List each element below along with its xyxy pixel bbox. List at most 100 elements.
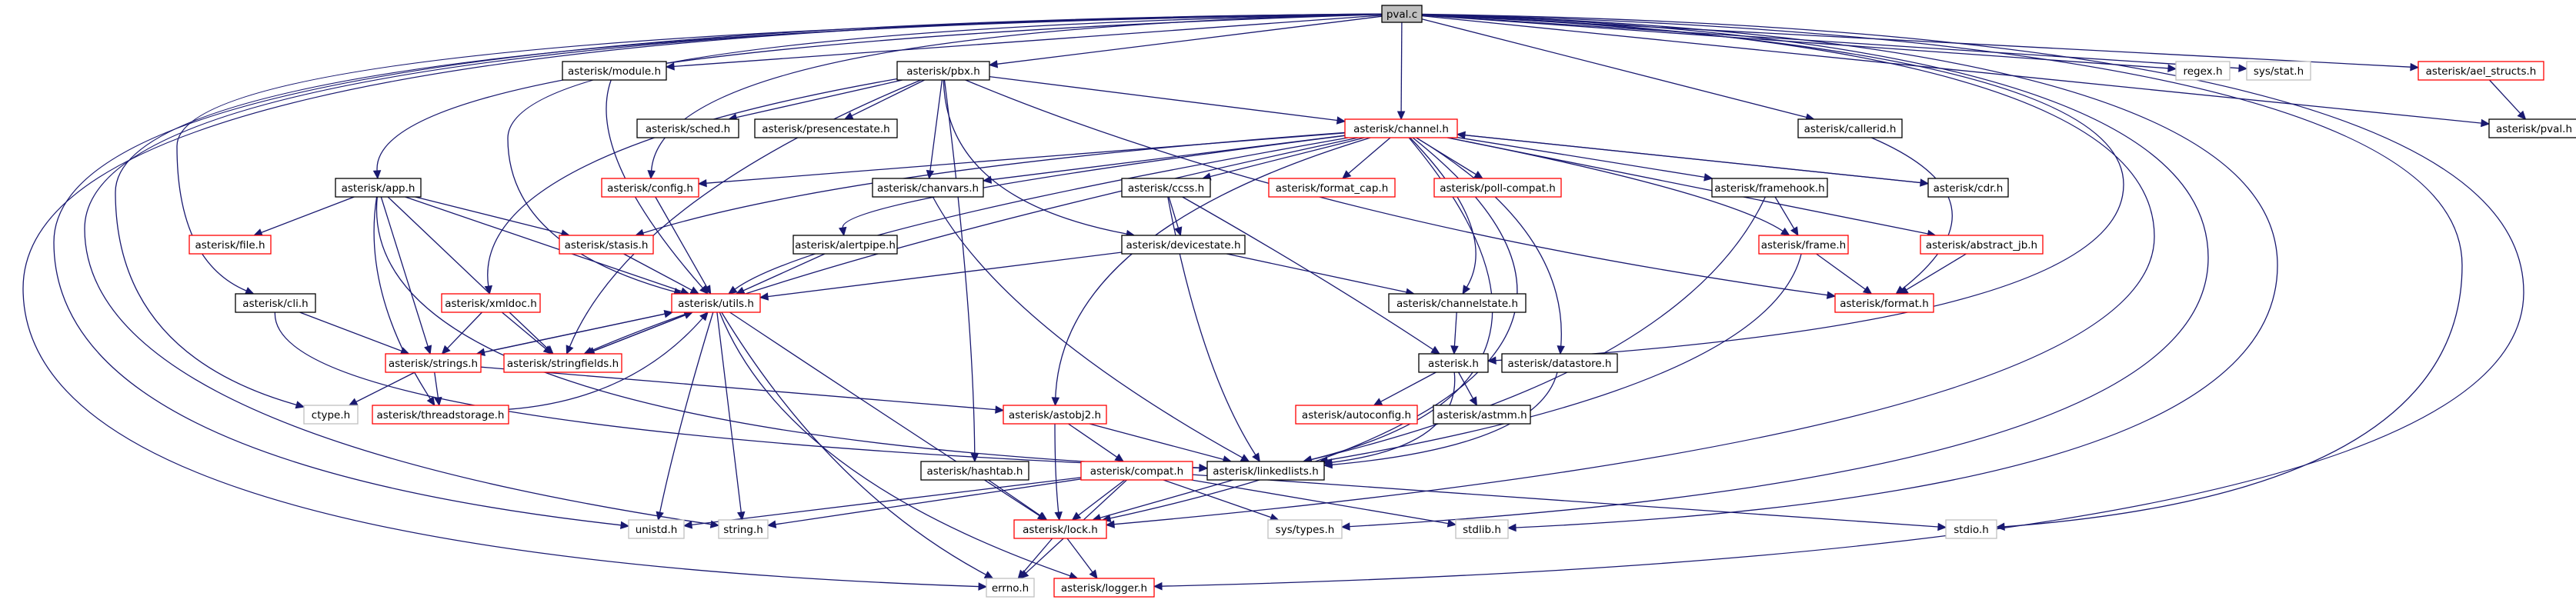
node-box	[872, 178, 984, 198]
node-format-h[interactable]: asterisk/format.h	[1834, 293, 1934, 313]
node-ctype-h[interactable]: ctype.h	[303, 405, 359, 425]
node-frame-h[interactable]: asterisk/frame.h	[1758, 235, 1849, 255]
arrowhead	[1507, 523, 1517, 532]
edge-pbx_h-to-hashtab_h	[943, 79, 979, 463]
node-box	[372, 405, 509, 425]
node-lock-h[interactable]: asterisk/lock.h	[1013, 519, 1107, 539]
node-sys-stat-h[interactable]: sys/stat.h	[2246, 61, 2311, 81]
edge-line	[586, 314, 686, 355]
edge-line	[1380, 371, 1436, 402]
edge-asterisk_h-to-autoconfig_h	[1373, 371, 1436, 406]
node-pval-h[interactable]: asterisk/pval.h	[2488, 118, 2576, 138]
node-pbx-h[interactable]: asterisk/pbx.h	[896, 61, 990, 81]
node-asterisk-h[interactable]: asterisk.h	[1418, 353, 1489, 373]
edge-line	[719, 311, 1071, 577]
edge-line	[655, 196, 708, 288]
node-box	[1920, 235, 2044, 255]
arrowhead	[1051, 397, 1060, 407]
node-channelstate-h[interactable]: asterisk/channelstate.h	[1388, 293, 1527, 313]
node-compat-h[interactable]: asterisk/compat.h	[1080, 461, 1193, 481]
edge-pval_c-to-app_h	[372, 14, 1383, 180]
node-datastore-h[interactable]: asterisk/datastore.h	[1501, 353, 1618, 373]
node-astmm-h[interactable]: asterisk/astmm.h	[1433, 405, 1531, 425]
node-label: asterisk/logger.h	[1061, 582, 1147, 595]
node-threadstorage-h[interactable]: asterisk/threadstorage.h	[372, 405, 509, 425]
node-ael-structs-h[interactable]: asterisk/ael_structs.h	[2418, 61, 2544, 81]
edge-alertpipe_h-to-utils_h	[735, 253, 826, 295]
arrowhead	[2410, 62, 2420, 72]
node-label: asterisk/stasis.h	[565, 239, 649, 252]
edge-lock_h-to-logger_h	[1066, 538, 1098, 579]
node-stasis-h[interactable]: asterisk/stasis.h	[559, 235, 654, 255]
arrowhead	[1462, 285, 1471, 295]
node-format-cap-h[interactable]: asterisk/format_cap.h	[1268, 178, 1396, 198]
node-sched-h[interactable]: asterisk/sched.h	[636, 118, 739, 138]
arrowhead	[735, 286, 746, 295]
node-box	[1945, 519, 1997, 539]
node-pval-c[interactable]: pval.c	[1381, 5, 1423, 23]
node-utils-h[interactable]: asterisk/utils.h	[671, 293, 761, 313]
node-linkedlists-h[interactable]: asterisk/linkedlists.h	[1206, 461, 1325, 481]
node-ccss-h[interactable]: asterisk/ccss.h	[1121, 178, 1211, 198]
edge-line	[376, 14, 1383, 172]
node-cdr-h[interactable]: asterisk/cdr.h	[1927, 178, 2009, 198]
node-cli-h[interactable]: asterisk/cli.h	[235, 293, 316, 313]
edge-line	[1023, 538, 1053, 573]
edge-pbx_h-to-chanvars_h	[926, 79, 943, 180]
arrowhead	[766, 520, 777, 528]
edge-pval_c-to-module_h	[665, 15, 1383, 71]
edge-line	[415, 196, 562, 235]
edge-app_h-to-strings_h	[380, 196, 432, 355]
node-sys-types-h[interactable]: sys/types.h	[1267, 519, 1343, 539]
arrowhead	[656, 511, 664, 521]
edge-channel_h-to-framehook_h	[1457, 137, 1713, 182]
node-module-h[interactable]: asterisk/module.h	[562, 61, 667, 81]
edge-xmldoc_h-to-stringfields_h	[501, 311, 553, 355]
node-poll-compat-h[interactable]: asterisk/poll-compat.h	[1433, 178, 1562, 198]
edge-line	[299, 311, 402, 352]
arrowhead	[1174, 226, 1183, 237]
node-label: asterisk/hashtab.h	[926, 465, 1023, 478]
node-stringfields-h[interactable]: asterisk/stringfields.h	[503, 353, 622, 373]
node-hashtab-h[interactable]: asterisk/hashtab.h	[920, 461, 1029, 481]
node-presencestate-h[interactable]: asterisk/presencestate.h	[754, 118, 898, 138]
arrowhead	[1323, 460, 1333, 469]
arrowhead	[995, 405, 1005, 414]
node-channel-h[interactable]: asterisk/channel.h	[1344, 118, 1458, 138]
node-autoconfig-h[interactable]: asterisk/autoconfig.h	[1295, 405, 1418, 425]
node-string-h[interactable]: string.h	[718, 519, 769, 539]
arrowhead	[566, 345, 574, 355]
node-config-h[interactable]: asterisk/config.h	[601, 178, 699, 198]
node-regex-h[interactable]: regex.h	[2175, 61, 2231, 81]
node-stdio-h[interactable]: stdio.h	[1945, 519, 1997, 539]
node-astobj2-h[interactable]: asterisk/astobj2.h	[1003, 405, 1107, 425]
edge-pval_c-to-lock_h	[1105, 14, 2155, 528]
node-file-h[interactable]: asterisk/file.h	[189, 235, 272, 255]
arrowhead	[1937, 522, 1947, 531]
node-logger-h[interactable]: asterisk/logger.h	[1053, 578, 1155, 598]
edge-line	[943, 79, 976, 455]
node-chanvars-h[interactable]: asterisk/chanvars.h	[872, 178, 984, 198]
node-xmldoc-h[interactable]: asterisk/xmldoc.h	[441, 293, 541, 313]
node-strings-h[interactable]: asterisk/strings.h	[385, 353, 482, 373]
edge-line	[375, 196, 1200, 468]
node-box	[1206, 461, 1325, 481]
node-devicestate-h[interactable]: asterisk/devicestate.h	[1121, 235, 1246, 255]
node-callerid-h[interactable]: asterisk/callerid.h	[1797, 118, 1903, 138]
edge-line	[742, 253, 826, 292]
edge-line	[84, 13, 1383, 525]
node-label: asterisk/frame.h	[1761, 239, 1847, 252]
edge-line	[1326, 253, 1802, 461]
edge-line	[380, 196, 429, 347]
edge-app_h-to-linkedlists_h	[375, 196, 1209, 472]
node-stdlib-h[interactable]: stdlib.h	[1455, 519, 1509, 539]
edge-line	[851, 79, 925, 117]
node-alertpipe-h[interactable]: asterisk/alertpipe.h	[792, 235, 898, 255]
node-errno-h[interactable]: errno.h	[986, 578, 1035, 598]
node-framehook-h[interactable]: asterisk/framehook.h	[1711, 178, 1828, 198]
edge-astobj2_h-to-lock_h	[1054, 423, 1063, 521]
node-unistd-h[interactable]: unistd.h	[628, 519, 685, 539]
node-app-h[interactable]: asterisk/app.h	[335, 178, 422, 198]
node-abstract-jb-h[interactable]: asterisk/abstract_jb.h	[1920, 235, 2044, 255]
